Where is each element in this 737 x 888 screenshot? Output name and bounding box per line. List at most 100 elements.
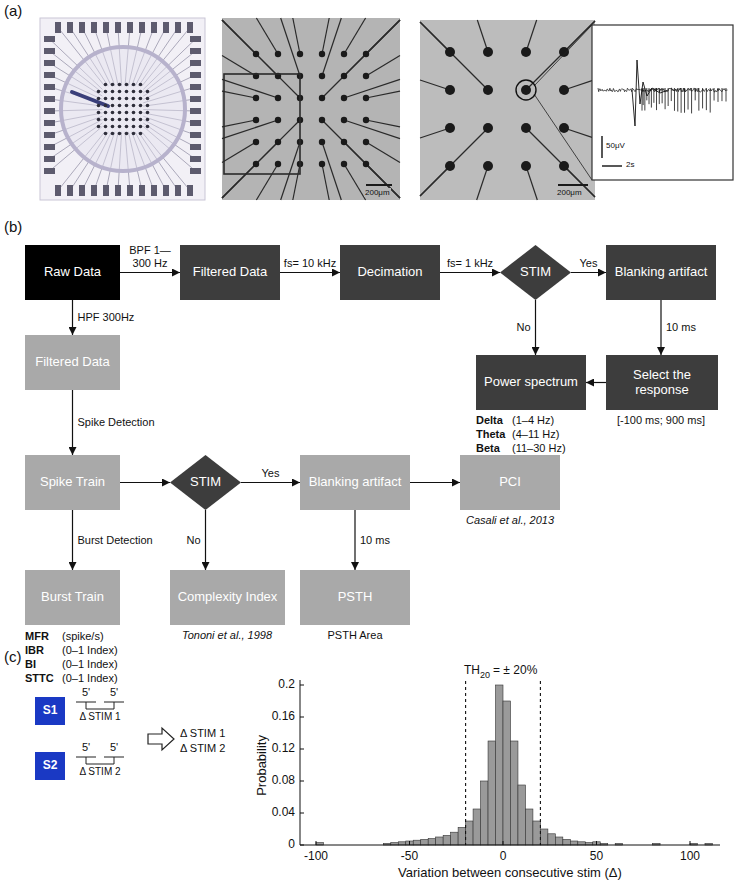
flow-arrow — [354, 510, 355, 570]
flow-arrow — [571, 272, 606, 273]
electrode-dot — [559, 85, 569, 95]
axis-tick: 50 — [590, 850, 603, 864]
y-axis — [300, 680, 301, 845]
edge-label: 10 ms — [360, 534, 390, 547]
electrode-track — [222, 91, 256, 98]
duration-label: 5' — [82, 741, 90, 754]
histogram-bar — [488, 741, 495, 845]
electrode-dot — [363, 95, 369, 101]
electrode-track — [526, 166, 537, 200]
electrode-track — [366, 91, 400, 98]
edge-label: 10 ms — [666, 321, 696, 334]
chip-electrode — [118, 132, 122, 136]
chip-pad — [151, 22, 157, 33]
chip-electrode — [146, 104, 150, 108]
metric-name: BI — [25, 658, 36, 671]
chip-body — [40, 18, 205, 200]
band-name: Delta — [476, 414, 503, 427]
panel-letter: (a) — [4, 2, 22, 19]
chip-electrode — [125, 104, 129, 108]
chip-pad — [44, 60, 55, 66]
y-tick — [300, 781, 304, 782]
edge-label: No — [516, 321, 530, 334]
chip-pad — [55, 22, 61, 33]
output-note: PSTH Area — [327, 629, 382, 642]
electrode-dot — [483, 85, 493, 95]
electrode-track — [222, 142, 256, 162]
chip-pad — [127, 22, 133, 33]
histogram-bar — [436, 837, 443, 845]
flow-arrow — [120, 482, 170, 483]
burst-wave — [632, 60, 668, 126]
electrode-track — [222, 20, 300, 98]
chip-electrode — [111, 83, 115, 87]
metric-unit: (0–1 Index) — [62, 672, 118, 685]
box-label: S1 — [43, 704, 58, 718]
chip-pad — [67, 185, 73, 196]
chip-electrode — [118, 90, 122, 94]
electrode-dot — [319, 51, 325, 57]
edge-label: fs= 10 kHz — [284, 257, 336, 270]
spike — [644, 88, 645, 111]
process-box: PSTH — [300, 570, 410, 625]
electrode-track — [366, 142, 400, 162]
chip-pad — [79, 185, 85, 196]
chip-pad — [44, 108, 55, 114]
chip-pad — [91, 185, 97, 196]
chip-pad — [190, 60, 201, 66]
threshold-line — [540, 681, 541, 845]
chip-electrode — [97, 97, 101, 101]
chip-pad — [44, 72, 55, 78]
electrode-dot — [253, 95, 259, 101]
threshold-label: TH — [464, 664, 480, 678]
chip-electrode — [104, 132, 108, 136]
chip-electrode — [125, 111, 129, 115]
process-box: Select the response — [606, 355, 718, 410]
electrode-dot — [445, 123, 455, 133]
histogram-bar — [540, 829, 547, 845]
electrode-dot — [341, 139, 347, 145]
spike — [702, 88, 703, 108]
chip-pad — [139, 185, 145, 196]
chip-electrode — [118, 83, 122, 87]
edge-label: HPF 300Hz — [78, 311, 135, 324]
histogram-bar — [496, 685, 503, 845]
chip-pad — [187, 185, 193, 196]
electrode-highlight — [516, 80, 536, 100]
chip-electrode — [146, 97, 150, 101]
spike — [688, 88, 689, 110]
panel-c-art — [76, 680, 720, 845]
scale-label: 200μm — [556, 188, 583, 197]
electrode-track — [477, 166, 488, 200]
electrode-track — [222, 120, 300, 198]
axis-tick: 0.08 — [272, 774, 295, 788]
box-label: Power spectrum — [484, 375, 578, 390]
flow-arrow — [72, 300, 73, 335]
process-box: Filtered Data — [25, 335, 120, 390]
electrode-dot — [319, 161, 325, 167]
electrode-track — [281, 142, 300, 200]
electrode-dot — [483, 47, 493, 57]
chip-pad — [190, 48, 201, 54]
band-name: Beta — [476, 442, 500, 455]
x-tick — [596, 841, 597, 845]
chip-electrode — [111, 125, 115, 129]
electrode-track — [322, 20, 400, 98]
edge-label: Burst Detection — [78, 534, 153, 547]
electrode-dot — [363, 139, 369, 145]
band-name: Theta — [476, 428, 505, 441]
histogram-bar — [466, 821, 473, 845]
chip-electrode — [118, 118, 122, 122]
process-box: Blanking artifact — [300, 455, 410, 510]
decision-diamond: STIM — [500, 245, 571, 300]
chip-electrode — [104, 118, 108, 122]
electrode-track — [344, 79, 400, 98]
electrode-track — [526, 128, 595, 197]
micrograph-ground — [420, 20, 595, 200]
duration-label: 5' — [110, 741, 118, 754]
spike — [665, 88, 666, 109]
panel-letter: (c) — [4, 648, 22, 665]
spike — [649, 88, 650, 104]
chip-pad — [190, 120, 201, 126]
electrode-dot — [445, 47, 455, 57]
